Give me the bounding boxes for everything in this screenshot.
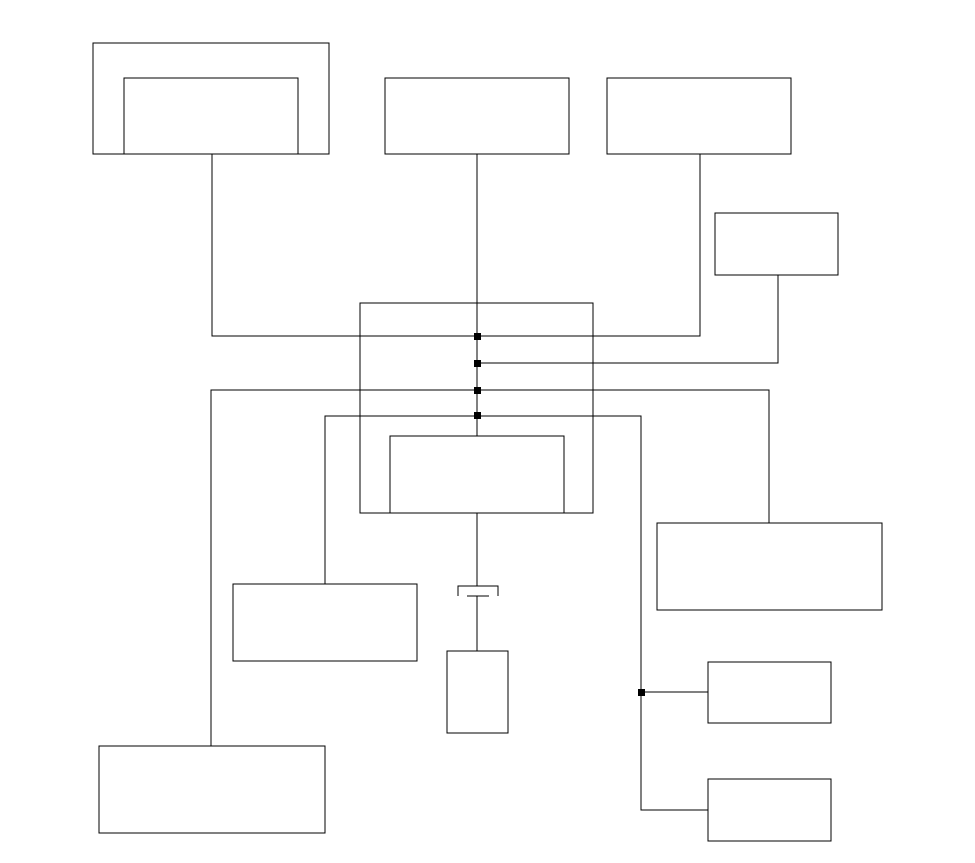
junction-dot [474,387,481,394]
top-right-block [606,77,792,155]
right-small-block [714,212,839,276]
junction-dot [474,360,481,367]
wire-bus-4 [324,415,708,811]
central-inner-block [389,435,565,514]
junction-dot [474,412,481,419]
right-wide-block [656,522,883,611]
bottom-left-block [98,745,326,834]
wire-right-small-to-hub [477,275,779,364]
junction-dot [474,333,481,340]
right-lower-block-1 [707,661,832,724]
junction-dot [638,689,645,696]
left-middle-block [232,583,418,662]
right-lower-block-2 [707,778,832,842]
top-left-inner-block [123,77,299,155]
wire-top-right-to-hub [477,154,701,337]
switch-bracket [457,585,499,596]
bottom-center-small-block [446,650,509,734]
wire-top-left-to-hub [211,154,477,337]
top-center-block [384,77,570,155]
wire-bus-3 [210,389,770,746]
